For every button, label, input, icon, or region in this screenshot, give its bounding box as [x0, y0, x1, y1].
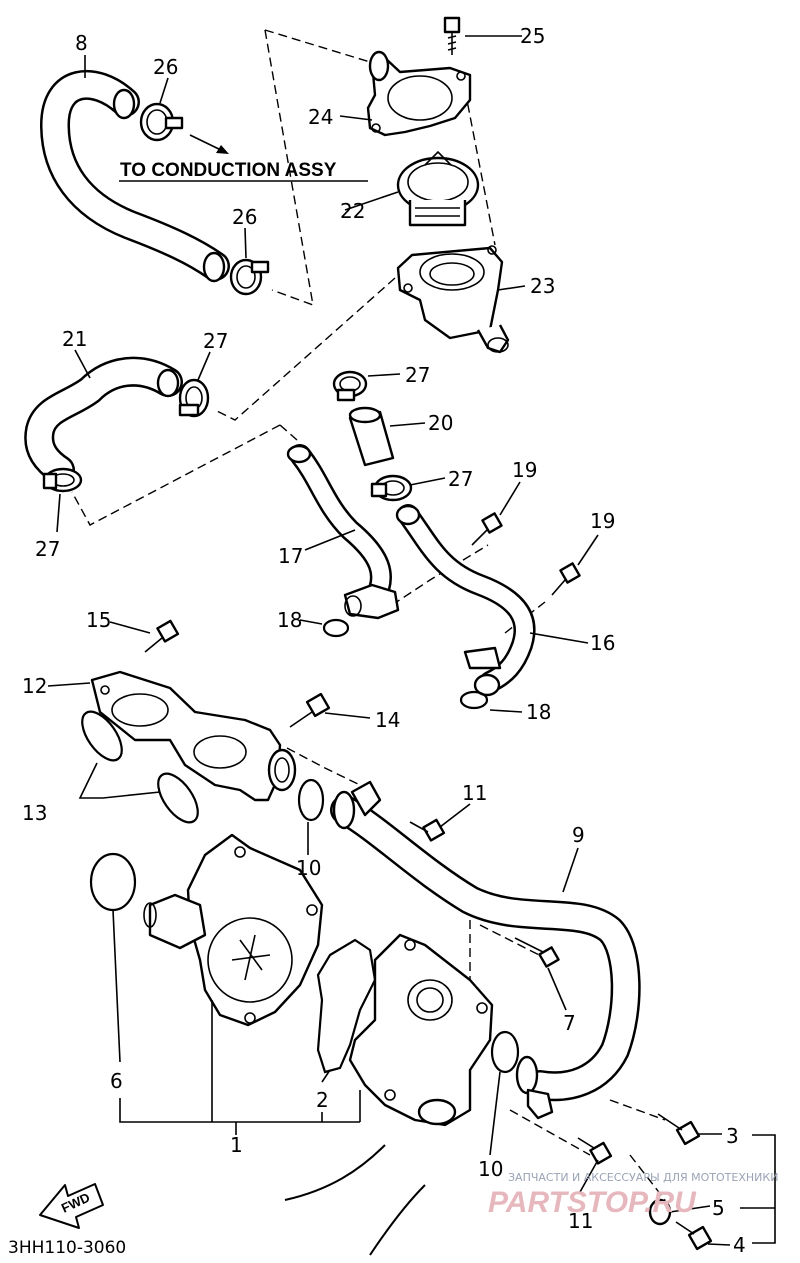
- watermark-line2: PARTSTOP.RU: [488, 1186, 697, 1219]
- callout-19-a: 19: [512, 458, 537, 482]
- callout-22: 22: [340, 199, 365, 223]
- watermark-line1: ЗАПЧАСТИ И АКСЕССУАРЫ ДЛЯ МОТОТЕХНИКИ: [508, 1171, 778, 1184]
- callout-15: 15: [86, 608, 111, 632]
- callout-4: 4: [733, 1233, 746, 1257]
- bolt-11-b: [577, 1137, 613, 1165]
- callout-20: 20: [428, 411, 453, 435]
- water-pipe-17: [286, 444, 400, 620]
- bolt-4: [675, 1221, 713, 1251]
- callout-25: 25: [520, 24, 545, 48]
- hose-21: [24, 356, 183, 485]
- hose-clamp-27-c: [332, 370, 368, 402]
- pump-cover-gasket-2: [316, 938, 377, 1074]
- o-ring-18-b: [459, 690, 489, 710]
- callout-24: 24: [308, 105, 333, 129]
- callout-13: 13: [22, 801, 47, 825]
- hose-clamp-27-d: [370, 474, 413, 502]
- bolt-11-a: [409, 818, 446, 842]
- callout-9: 9: [572, 823, 585, 847]
- callout-10-b: 10: [478, 1157, 503, 1181]
- callout-26-upper: 26: [153, 55, 178, 79]
- assembly-dash-lines: [71, 29, 666, 1201]
- callout-leader-lines: [47, 35, 731, 1246]
- bolt-14: [289, 692, 331, 728]
- callout-26-lower: 26: [232, 205, 257, 229]
- water-jacket-joint-12: [90, 670, 297, 802]
- callout-7: 7: [563, 1011, 576, 1035]
- water-pump-housing: [348, 933, 494, 1127]
- callout-27-d: 27: [448, 467, 473, 491]
- conduction-caption: TO CONDUCTION ASSY: [120, 160, 337, 181]
- engine-case-outline: [284, 1144, 426, 1256]
- hose-clamp-27-b: [42, 467, 83, 493]
- callout-5: 5: [712, 1196, 725, 1220]
- gasket-13-a: [81, 710, 123, 762]
- callout-11-b: 11: [568, 1209, 593, 1233]
- joint-pipe-20: [348, 406, 395, 467]
- callout-16: 16: [590, 631, 615, 655]
- water-pipe-9: [330, 780, 641, 1120]
- water-pipe-16: [395, 504, 536, 697]
- callout-17: 17: [278, 544, 303, 568]
- callout-14: 14: [375, 708, 400, 732]
- o-ring-10-b: [490, 1030, 520, 1074]
- callout-10-a: 10: [296, 856, 321, 880]
- callout-27-b: 27: [35, 537, 60, 561]
- callout-27-a: 27: [203, 329, 228, 353]
- callout-18-a: 18: [277, 608, 302, 632]
- gasket-13-b: [157, 772, 199, 824]
- callout-12: 12: [22, 674, 47, 698]
- hose-clamp-27-a: [178, 378, 210, 418]
- callout-11-a: 11: [462, 781, 487, 805]
- o-ring-6: [89, 852, 137, 912]
- upper-radiator-hose-8: [40, 69, 230, 283]
- bolt-25: [443, 16, 461, 55]
- callout-2: 2: [316, 1088, 329, 1112]
- callout-19-b: 19: [590, 509, 615, 533]
- bolt-15: [144, 619, 180, 653]
- arrow-to-conduction: [189, 134, 229, 154]
- callout-8: 8: [75, 31, 88, 55]
- hose-clamp-26-lower: [229, 258, 270, 296]
- thermostat-housing-23: [396, 245, 510, 354]
- o-ring-10-a: [297, 778, 325, 822]
- thermostat-22: [396, 150, 480, 227]
- bolt-19-a: [471, 512, 503, 546]
- bolt-19-b: [551, 562, 581, 596]
- water-pump-assembly: [143, 833, 324, 1027]
- o-ring-18-a: [322, 618, 350, 638]
- callout-1: 1: [230, 1133, 243, 1157]
- callout-3: 3: [726, 1124, 739, 1148]
- hose-clamp-26-upper: [139, 102, 184, 142]
- diagram-code: 3HH110-3060: [8, 1238, 126, 1258]
- callout-18-b: 18: [526, 700, 551, 724]
- forward-arrow-icon: FWD: [39, 1183, 104, 1229]
- callout-6: 6: [110, 1069, 123, 1093]
- callout-numbers: 8 26 26 25 24 22 23 21 27 27 20 27 19 19…: [22, 24, 746, 1257]
- bolt-3: [657, 1113, 701, 1146]
- bracket-3-4-5: [740, 1134, 776, 1244]
- callout-23: 23: [530, 274, 555, 298]
- callout-21: 21: [62, 327, 87, 351]
- thermostat-cover-24: [366, 50, 472, 137]
- callout-27-c: 27: [405, 363, 430, 387]
- bolt-7: [514, 937, 560, 968]
